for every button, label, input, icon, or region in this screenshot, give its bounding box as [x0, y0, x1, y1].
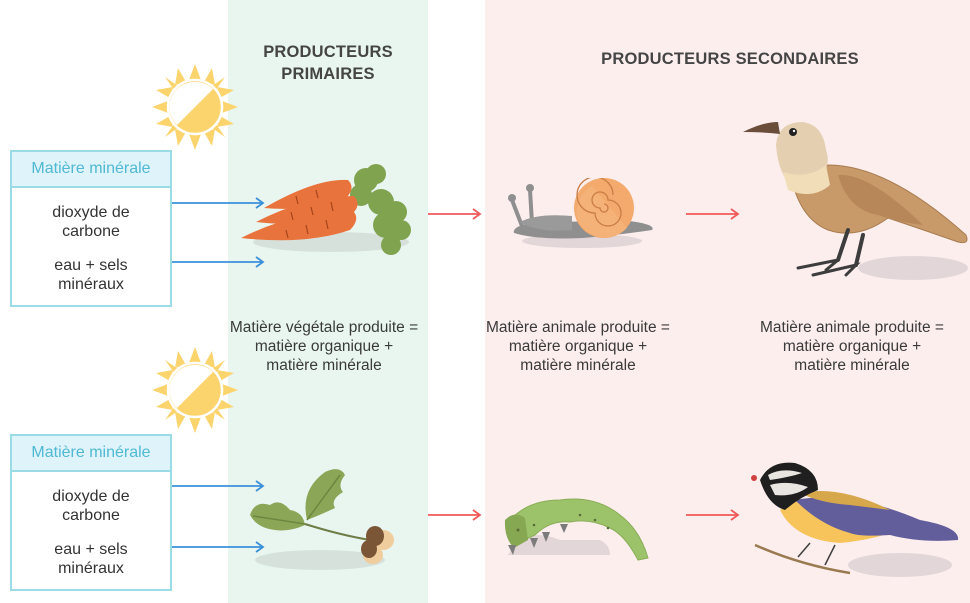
- mineral-item-line: dioxyde de: [52, 488, 130, 505]
- caption-line: matière minérale: [266, 357, 382, 374]
- carrots-illustration: [241, 164, 411, 255]
- mineral-item-line: carbone: [62, 507, 120, 524]
- mineral-matter-box-2: Matière minérale dioxyde de carbone eau …: [10, 434, 172, 591]
- input-arrow-water: [172, 541, 265, 553]
- caption-line: Matière animale produite =: [486, 319, 670, 336]
- thrush-bird-illustration: [743, 122, 968, 280]
- caption-line: matière minérale: [794, 357, 910, 374]
- food-arrow-leaf-to-caterpillar: [428, 509, 482, 521]
- input-arrow-co2: [172, 197, 265, 209]
- heading-primary-line2: PRIMAIRES: [281, 65, 375, 83]
- mineral-item-line: eau + sels: [54, 541, 128, 558]
- sun-icon: [152, 64, 238, 150]
- mineral-item-co2: dioxyde de carbone: [12, 487, 170, 525]
- mineral-box-title: Matière minérale: [12, 152, 170, 188]
- mineral-item-line: eau + sels: [54, 257, 128, 274]
- mineral-item-line: carbone: [62, 223, 120, 240]
- mineral-matter-box-1: Matière minérale dioxyde de carbone eau …: [10, 150, 172, 307]
- mineral-item-water-salts: eau + sels minéraux: [12, 256, 170, 294]
- heading-primary-line1: PRODUCTEURS: [263, 43, 393, 61]
- caption-line: matière organique +: [254, 338, 394, 355]
- food-arrow-snail-to-bird: [686, 208, 740, 220]
- caption-line: Matière végétale produite =: [229, 319, 419, 336]
- heading-primary-producers: PRODUCTEURS PRIMAIRES: [228, 41, 428, 85]
- sun-icon: [152, 347, 238, 433]
- mineral-item-line: dioxyde de: [52, 204, 130, 221]
- mineral-item-line: minéraux: [58, 276, 124, 293]
- mineral-item-co2: dioxyde de carbone: [12, 203, 170, 241]
- input-arrow-co2: [172, 480, 265, 492]
- snail-illustration: [508, 178, 653, 248]
- oak-leaves-acorn-illustration: [250, 469, 394, 570]
- input-arrow-water: [172, 256, 265, 268]
- caption-animal-matter-2: Matière animale produite = matière organ…: [732, 318, 970, 375]
- caption-animal-matter-1: Matière animale produite = matière organ…: [458, 318, 698, 375]
- caterpillar-illustration: [504, 498, 649, 561]
- great-tit-bird-illustration: [751, 462, 959, 577]
- food-arrow-carrot-to-snail: [428, 208, 482, 220]
- caption-line: matière organique +: [508, 338, 648, 355]
- caption-line: matière organique +: [782, 338, 922, 355]
- mineral-item-water-salts: eau + sels minéraux: [12, 540, 170, 578]
- heading-secondary-producers: PRODUCTEURS SECONDAIRES: [601, 50, 859, 68]
- caption-line: matière minérale: [520, 357, 636, 374]
- food-arrow-caterpillar-to-tit: [686, 509, 740, 521]
- caption-plant-matter: Matière végétale produite = matière orga…: [204, 318, 444, 375]
- mineral-item-line: minéraux: [58, 560, 124, 577]
- mineral-box-title: Matière minérale: [12, 436, 170, 472]
- caption-line: Matière animale produite =: [760, 319, 944, 336]
